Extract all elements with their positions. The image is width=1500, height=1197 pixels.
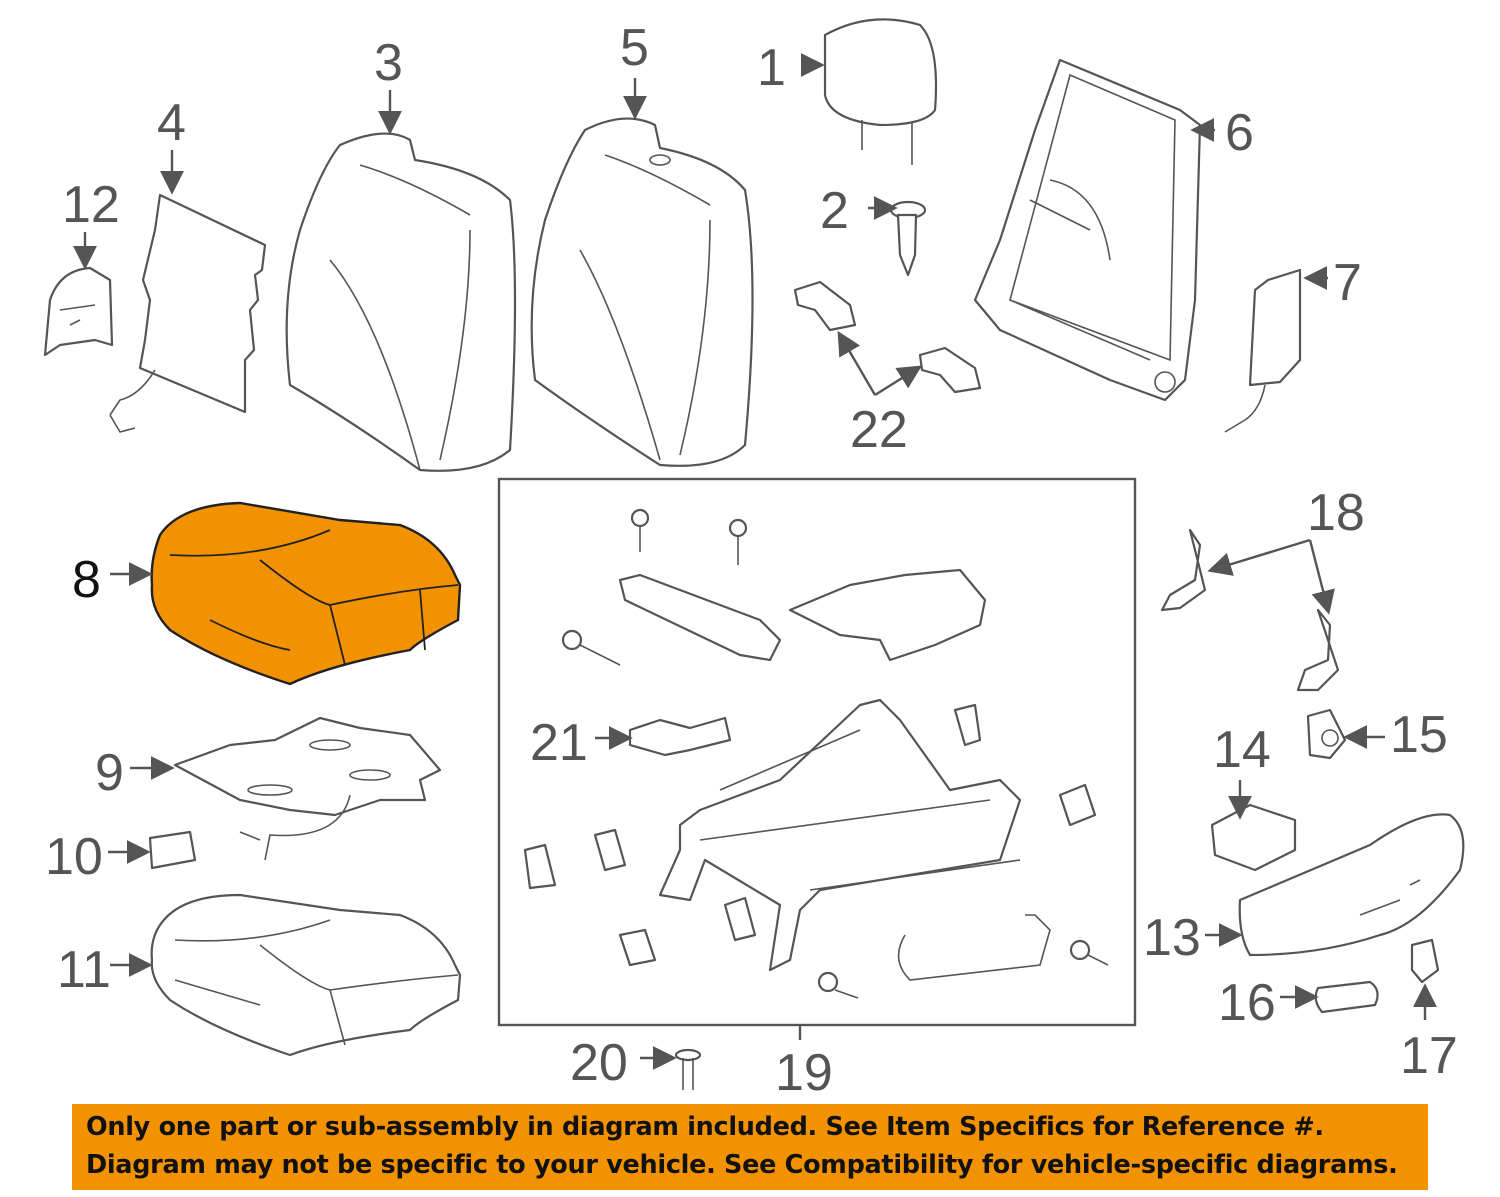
part-5-seatback-pad[interactable] [530,117,754,467]
callout-13: 13 [1143,909,1201,967]
part-12-cover[interactable] [43,266,114,357]
callout-12: 12 [62,176,120,234]
disclaimer-line-2: Diagram may not be specific to your vehi… [86,1150,1398,1180]
part-8-seat-cushion-highlighted[interactable] [150,501,462,686]
callout-15: 15 [1390,706,1448,764]
callout-2: 2 [820,182,849,240]
callout-19: 19 [775,1044,833,1102]
leader-arrows [73,53,1437,1070]
part-20-bolt[interactable] [674,1048,702,1090]
callout-3: 3 [374,34,403,92]
part-6-frame[interactable] [973,58,1202,402]
callout-16: 16 [1218,974,1276,1032]
callout-4: 4 [157,94,186,152]
callout-22: 22 [850,401,908,459]
callout-17: 17 [1400,1027,1458,1085]
part-22-clips[interactable] [793,280,982,394]
part-16-knob[interactable] [1314,980,1379,1014]
callout-20: 20 [570,1034,628,1092]
callout-5: 5 [620,19,649,77]
part-10-module[interactable] [148,830,197,870]
part-15-knob[interactable] [1306,708,1347,760]
callout-14: 14 [1213,721,1271,779]
part-11-cushion-pad[interactable] [150,893,462,1057]
part-14-switch[interactable] [1210,803,1297,872]
callout-labels: 1 2 3 4 5 6 7 8 9 10 11 12 13 14 15 16 1… [45,19,1458,1102]
part-7-airbag[interactable] [1224,268,1302,433]
part-19-adjuster-assembly-box[interactable] [497,477,1137,1027]
disclaimer-line-1: Only one part or sub-assembly in diagram… [86,1112,1324,1142]
callout-6: 6 [1225,104,1254,162]
part-13-side-shield[interactable] [1238,813,1465,957]
callout-18: 18 [1307,484,1365,542]
callout-9: 9 [95,744,124,802]
callout-10: 10 [45,828,103,886]
part-1-headrest[interactable] [823,18,938,165]
part-9-heater-mat[interactable] [173,716,442,861]
part-18-brackets[interactable] [1160,528,1340,692]
callout-1: 1 [757,39,786,97]
callout-7: 7 [1333,254,1362,312]
part-2-guide[interactable] [889,200,927,277]
callout-21: 21 [530,714,588,772]
part-4-pad[interactable] [109,193,267,433]
disclaimer-banner: Only one part or sub-assembly in diagram… [72,1104,1428,1190]
part-17-knob[interactable] [1410,938,1440,984]
callout-8: 8 [72,551,101,609]
callout-11: 11 [57,941,111,999]
part-3-seatback-cover[interactable] [285,132,517,472]
